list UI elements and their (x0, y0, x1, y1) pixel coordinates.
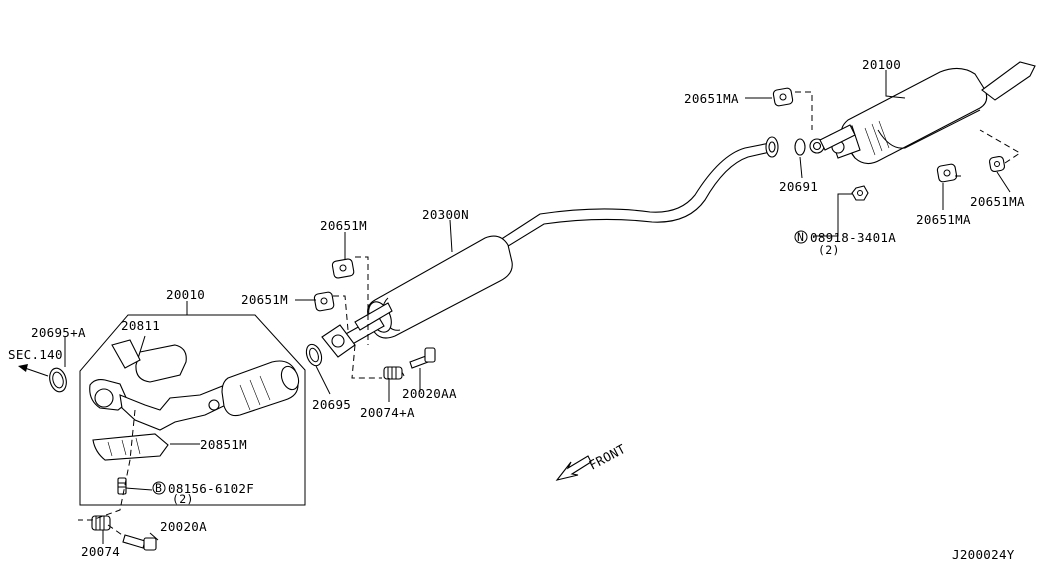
label-08156-prefix: B (155, 481, 162, 495)
label-20100: 20100 (862, 57, 901, 72)
rubber-mount-20651M-b (313, 291, 335, 312)
catalytic-converter (89, 339, 300, 431)
label-20300N: 20300N (422, 207, 469, 222)
front-label: FRONT (586, 441, 628, 473)
label-20651M-a: 20651M (320, 218, 367, 233)
rubber-mount-20651MA-top (772, 87, 794, 107)
leader-lines (64, 70, 1011, 544)
label-20010: 20010 (166, 287, 205, 302)
label-08156: 08156-6102F (168, 481, 254, 496)
catalyst-group-box (79, 314, 306, 506)
rubber-mount-20651MA-right (988, 155, 1006, 173)
label-20691: 20691 (779, 179, 818, 194)
label-20651MA-mid: 20651MA (916, 212, 971, 227)
label-20651MA-right: 20651MA (970, 194, 1025, 209)
label-20651M-b: 20651M (241, 292, 288, 307)
diagram-id: J200024Y (952, 547, 1015, 562)
gasket-20695 (305, 343, 323, 367)
label-20074A: 20074+A (360, 405, 415, 420)
gasket-20695A (49, 367, 67, 393)
nut-08918 (851, 185, 869, 201)
rear-muffler (809, 61, 1036, 165)
heat-insulator (92, 433, 169, 461)
sec-140-arrowhead-icon (18, 364, 28, 372)
spring-20074 (91, 515, 111, 531)
bolt-20020AA (409, 347, 436, 369)
label-20020AA: 20020AA (402, 386, 457, 401)
label-20074: 20074 (81, 544, 120, 559)
label-20695: 20695 (312, 397, 351, 412)
front-arrow-icon (555, 455, 592, 481)
spring-20074A (383, 366, 405, 380)
rubber-mount-20651MA-mid (936, 163, 958, 183)
label-08918-qty: (2) (818, 243, 840, 257)
label-08918-prefix: N (797, 230, 804, 244)
gasket-20691 (794, 138, 806, 156)
label-sec-140: SEC.140 (8, 347, 63, 362)
label-20851M: 20851M (200, 437, 247, 452)
center-pipe (499, 136, 779, 249)
label-20020A: 20020A (160, 519, 207, 534)
rubber-mount-20651M-a (331, 258, 355, 279)
main-muffler (321, 235, 513, 358)
alignment-lines (78, 91, 1021, 538)
label-20811: 20811 (121, 318, 160, 333)
label-20695A: 20695+A (31, 325, 86, 340)
label-08918: 08918-3401A (810, 230, 896, 245)
nut-prefix-circle (794, 230, 808, 244)
stud-bolt-08156 (117, 477, 127, 495)
label-20651MA-top: 20651MA (684, 91, 739, 106)
bolt-20020A (122, 534, 157, 551)
label-08156-qty: (2) (172, 492, 194, 506)
bolt-prefix-circle (152, 481, 166, 495)
